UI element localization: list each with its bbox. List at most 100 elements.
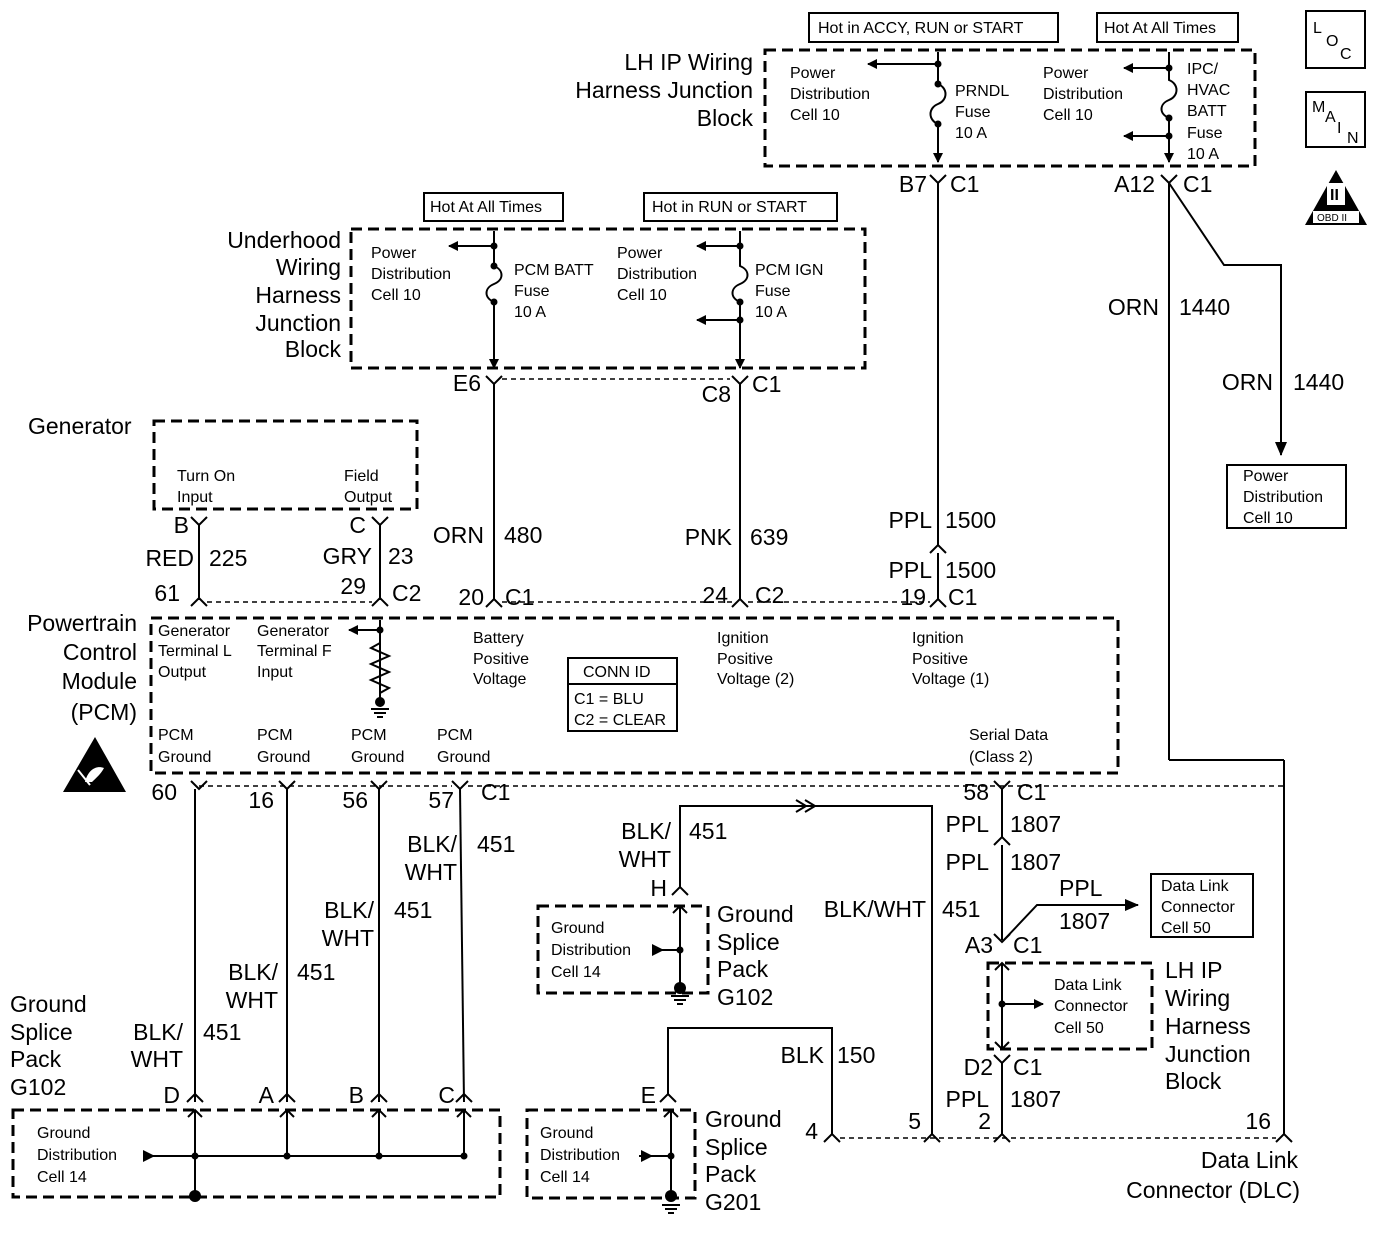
svg-text:1807: 1807 — [1010, 849, 1061, 875]
svg-text:Junction: Junction — [1165, 1041, 1251, 1067]
svg-text:Fuse: Fuse — [514, 283, 550, 300]
connector-e: E — [641, 1082, 677, 1108]
svg-text:Data Link: Data Link — [1054, 977, 1123, 994]
svg-text:C2: C2 — [755, 582, 784, 608]
lh-ip-junction-block-top: LH IP Wiring Harness Junction Block Powe… — [575, 48, 1257, 168]
svg-text:E6: E6 — [453, 370, 481, 396]
svg-text:451: 451 — [942, 896, 980, 922]
svg-text:10 A: 10 A — [955, 125, 987, 142]
svg-text:M: M — [1312, 99, 1325, 116]
svg-text:4: 4 — [805, 1118, 818, 1144]
svg-text:Output: Output — [158, 664, 207, 681]
svg-text:Distribution: Distribution — [551, 942, 631, 959]
svg-text:C1: C1 — [1013, 932, 1042, 958]
obd-ii-icon: II OBD II — [1305, 170, 1367, 225]
svg-text:PPL: PPL — [889, 557, 933, 583]
svg-text:Field: Field — [344, 468, 379, 485]
svg-text:PCM: PCM — [158, 727, 194, 744]
svg-text:451: 451 — [203, 1019, 241, 1045]
svg-text:451: 451 — [394, 897, 432, 923]
svg-text:C1: C1 — [948, 584, 977, 610]
svg-text:PPL: PPL — [946, 1086, 990, 1112]
svg-text:(PCM): (PCM) — [71, 699, 137, 725]
conn-id-box: CONN ID C1 = BLU C2 = CLEAR — [567, 657, 678, 732]
svg-text:10 A: 10 A — [755, 304, 787, 321]
svg-text:Harness: Harness — [255, 282, 341, 308]
svg-text:A12: A12 — [1114, 171, 1155, 197]
svg-text:451: 451 — [477, 831, 515, 857]
svg-text:5: 5 — [908, 1108, 921, 1134]
svg-text:29: 29 — [340, 573, 366, 599]
svg-text:ORN: ORN — [1108, 294, 1159, 320]
svg-text:Serial Data: Serial Data — [969, 727, 1048, 744]
svg-text:Cell 10: Cell 10 — [371, 287, 421, 304]
svg-text:Fuse: Fuse — [755, 283, 791, 300]
svg-text:C1: C1 — [1183, 171, 1212, 197]
connector-a3-c1: A3 C1 — [965, 932, 1043, 958]
underhood-junction-block: Underhood Wiring Harness Junction Block … — [227, 227, 867, 370]
svg-text:Cell 14: Cell 14 — [540, 1169, 590, 1186]
svg-text:G102: G102 — [717, 984, 773, 1010]
svg-text:Cell 10: Cell 10 — [1243, 510, 1293, 527]
svg-text:Voltage (1): Voltage (1) — [912, 671, 989, 688]
svg-text:150: 150 — [837, 1042, 875, 1068]
svg-text:Generator: Generator — [158, 623, 231, 640]
svg-text:1440: 1440 — [1293, 369, 1344, 395]
svg-text:Power: Power — [371, 245, 417, 262]
loc-icon: L O C — [1305, 10, 1366, 69]
hot-label-all-times-top: Hot At All Times — [1096, 12, 1239, 43]
svg-text:WHT: WHT — [226, 987, 278, 1013]
svg-text:WHT: WHT — [131, 1046, 183, 1072]
svg-text:Hot in RUN or START: Hot in RUN or START — [652, 199, 807, 216]
svg-text:Harness Junction: Harness Junction — [575, 77, 753, 103]
svg-text:RED: RED — [145, 545, 194, 571]
svg-text:BLK/: BLK/ — [228, 959, 278, 985]
data-link-connector: 4 5 2 16 Data Link Connector (DLC) — [805, 1108, 1300, 1203]
svg-text:PRNDL: PRNDL — [955, 83, 1009, 100]
svg-text:C1: C1 — [752, 371, 781, 397]
svg-text:WHT: WHT — [405, 859, 457, 885]
svg-text:Ground: Ground — [351, 749, 404, 766]
svg-text:Cell 14: Cell 14 — [551, 964, 601, 981]
pin-58-c1: 58 C1 — [963, 779, 1046, 805]
svg-text:451: 451 — [689, 818, 727, 844]
svg-text:Module: Module — [62, 668, 137, 694]
esd-warning-icon — [63, 737, 126, 792]
svg-text:B: B — [349, 1082, 364, 1108]
svg-text:Power: Power — [617, 245, 663, 262]
svg-text:Hot At All Times: Hot At All Times — [1104, 20, 1216, 37]
svg-text:Hot At All Times: Hot At All Times — [430, 199, 542, 216]
svg-text:I: I — [1337, 120, 1341, 137]
svg-text:Cell 14: Cell 14 — [37, 1169, 87, 1186]
svg-text:Ground: Ground — [10, 991, 87, 1017]
svg-text:Distribution: Distribution — [790, 86, 870, 103]
svg-text:60: 60 — [151, 779, 177, 805]
svg-text:PCM: PCM — [351, 727, 387, 744]
svg-text:BLK: BLK — [781, 1042, 825, 1068]
generator: Generator Turn On Input Field Output — [28, 413, 419, 511]
connector-b: B — [174, 512, 208, 538]
svg-text:Distribution: Distribution — [617, 266, 697, 283]
svg-text:Distribution: Distribution — [371, 266, 451, 283]
svg-text:PPL: PPL — [889, 507, 933, 533]
g102-splice-pack-left: Ground Splice Pack G102 Ground Distribut… — [10, 991, 502, 1202]
svg-text:Fuse: Fuse — [955, 104, 991, 121]
svg-text:II: II — [1330, 187, 1339, 204]
svg-text:Control: Control — [63, 639, 137, 665]
connector-b-bottom: B — [349, 1082, 388, 1108]
svg-text:56: 56 — [342, 787, 368, 813]
svg-text:1807: 1807 — [1010, 811, 1061, 837]
g201-splice-pack: Ground Distribution Cell 14 Ground Splic… — [525, 1106, 782, 1215]
svg-text:WHT: WHT — [322, 925, 374, 951]
connector-c-bottom: C — [438, 1082, 473, 1108]
svg-text:Connector (DLC): Connector (DLC) — [1126, 1177, 1300, 1203]
connector-d: D — [163, 1082, 204, 1108]
svg-text:Harness: Harness — [1165, 1013, 1251, 1039]
hot-label-accy-run-start: Hot in ACCY, RUN or START — [808, 12, 1059, 43]
svg-text:Cell 10: Cell 10 — [790, 107, 840, 124]
svg-text:Input: Input — [177, 489, 213, 506]
pcm: Powertrain Control Module (PCM) Generato… — [27, 610, 1120, 775]
svg-text:(Class 2): (Class 2) — [969, 749, 1033, 766]
svg-text:BLK/: BLK/ — [324, 897, 374, 923]
